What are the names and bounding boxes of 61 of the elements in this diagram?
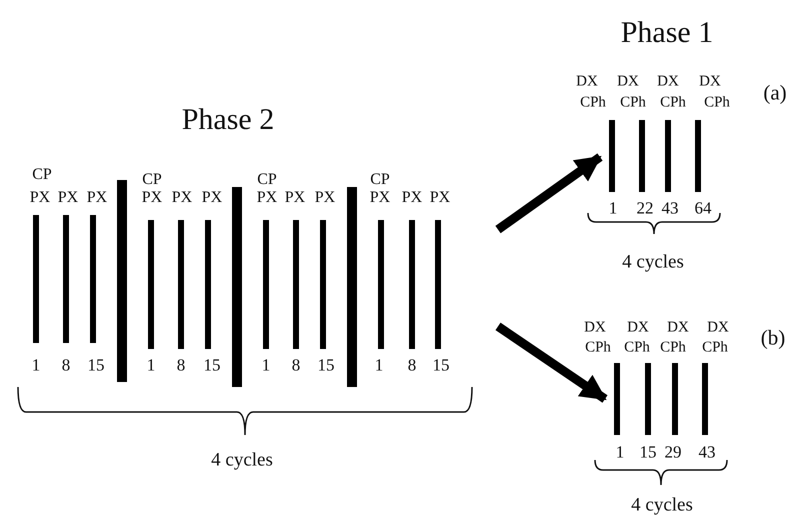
day-number: 43 <box>698 444 716 460</box>
day-number: 1 <box>608 200 618 216</box>
drug-label: DX <box>627 320 649 336</box>
drug-label: PX <box>58 190 78 206</box>
drug-label: DX <box>584 320 606 336</box>
cycle-count: 4 cycles <box>622 252 684 272</box>
day-number: 1 <box>146 356 156 374</box>
day-number: 15 <box>640 444 656 460</box>
day-number: 8 <box>292 356 300 374</box>
drug-label: DX <box>617 74 639 90</box>
drug-label: CPh <box>585 340 611 356</box>
day-number: 64 <box>694 200 712 216</box>
drug-label: CPh <box>660 340 686 356</box>
drug-label: CP <box>32 167 52 183</box>
arrow <box>495 153 603 234</box>
drug-label: DX <box>707 320 729 336</box>
drug-label: CP <box>257 172 277 188</box>
drug-label: PX <box>256 190 278 206</box>
day-number: 8 <box>408 356 416 374</box>
day-number: 29 <box>664 444 682 460</box>
drug-label: CPh <box>660 96 686 110</box>
drug-label: PX <box>202 190 222 206</box>
drug-label: PX <box>430 190 450 206</box>
day-number: 15 <box>318 356 334 374</box>
day-number: 1 <box>374 356 384 374</box>
drug-label: DX <box>657 74 679 90</box>
drug-label: PX <box>402 190 422 206</box>
panel-letter: (b) <box>760 328 786 348</box>
drug-label: CPh <box>580 96 606 110</box>
day-number: 15 <box>432 356 450 374</box>
day-number: 1 <box>32 356 40 374</box>
cycle-count: 4 cycles <box>631 496 693 514</box>
drug-label: CPh <box>620 96 646 110</box>
day-number: 1 <box>262 356 270 374</box>
cycle-count: 4 cycles <box>211 450 273 470</box>
drug-label: DX <box>667 320 689 336</box>
drug-label: PX <box>370 190 390 206</box>
drug-label: PX <box>30 190 50 206</box>
drug-label: PX <box>172 190 192 206</box>
drug-label: CPh <box>704 96 730 110</box>
panel-letter: (a) <box>763 82 787 104</box>
drug-label: PX <box>86 190 108 206</box>
drug-label: PX <box>284 190 306 206</box>
arrow <box>495 322 608 403</box>
drug-label: CP <box>370 172 390 188</box>
drug-label: DX <box>576 74 598 90</box>
phase-heading: Phase 1 <box>620 18 714 48</box>
drug-label: PX <box>142 190 162 206</box>
day-number: 22 <box>636 200 654 216</box>
drug-label: CPh <box>624 340 650 356</box>
phase-heading: Phase 2 <box>182 105 274 135</box>
drug-label: DX <box>699 74 721 90</box>
day-number: 8 <box>62 356 70 374</box>
drug-label: PX <box>314 190 336 206</box>
day-number: 1 <box>616 444 624 460</box>
day-number: 15 <box>204 356 220 374</box>
day-number: 15 <box>88 356 104 374</box>
day-number: 43 <box>662 200 678 216</box>
drug-label: CP <box>142 172 162 188</box>
drug-label: CPh <box>702 340 728 356</box>
day-number: 8 <box>176 356 186 374</box>
